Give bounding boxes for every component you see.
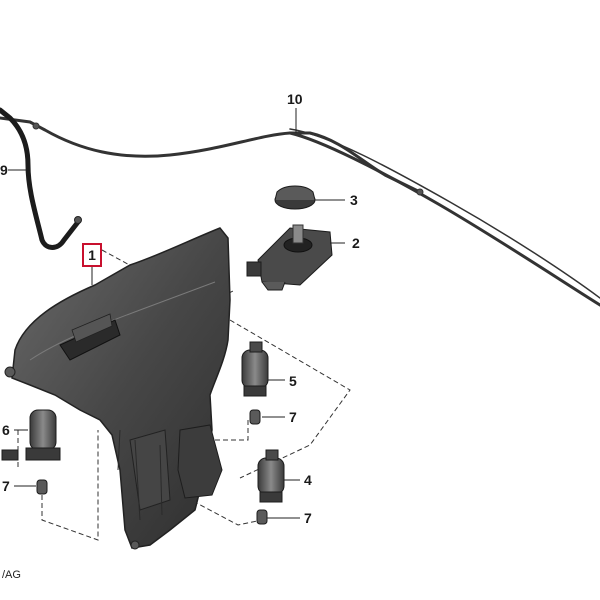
callout-1: 1: [88, 247, 96, 263]
grommets-7: [36, 409, 268, 525]
washer-pump-4: [257, 449, 285, 503]
filler-cap: [274, 185, 316, 210]
callout-1-highlight-box: [82, 243, 102, 267]
callout-5: 5: [289, 373, 297, 389]
callout-7-left: 7: [2, 478, 10, 494]
callout-10: 10: [287, 91, 303, 107]
callout-leaders: [8, 108, 345, 519]
washer-pump-6: [1, 409, 61, 461]
washer-pump-5: [241, 341, 269, 397]
filler-neck: [246, 224, 333, 291]
callout-3: 3: [350, 192, 358, 208]
callout-7-lower: 7: [304, 510, 312, 526]
washer-fluid-reservoir: [4, 227, 231, 550]
callout-9: 9: [0, 162, 8, 178]
callout-4: 4: [304, 472, 312, 488]
callout-7-upper: 7: [289, 409, 297, 425]
copyright-text: /AG: [2, 569, 21, 581]
callout-6: 6: [2, 422, 10, 438]
washer-hose-10: [0, 116, 600, 307]
callout-2: 2: [352, 235, 360, 251]
hose-9: [0, 107, 82, 250]
